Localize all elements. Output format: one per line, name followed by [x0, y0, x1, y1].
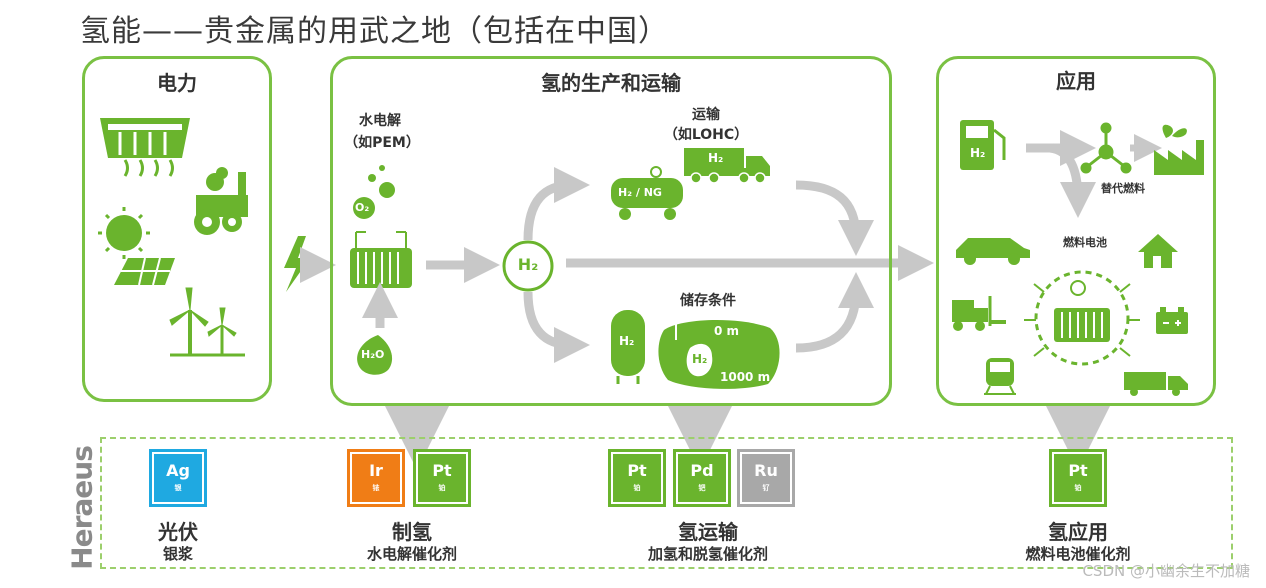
element-symbol: Ru	[754, 461, 778, 480]
production-panel: 氢的生产和运输	[330, 56, 892, 406]
element-name: 钯	[698, 484, 706, 492]
element-name: 铱	[372, 484, 380, 492]
house-icon	[1138, 234, 1178, 268]
lightning-icon	[284, 236, 310, 292]
h2-circle	[502, 240, 554, 292]
element-symbol: Pt	[432, 461, 452, 480]
arrow-curve-down	[523, 291, 590, 363]
factory-icon	[1154, 124, 1204, 175]
arrow-curve-up	[523, 167, 590, 241]
element-name: 铂	[1074, 484, 1082, 492]
radiating-arrows	[1024, 283, 1140, 357]
hydropower-dam-icon	[100, 118, 190, 177]
category-title-application: 氢应用	[1048, 520, 1108, 544]
heraeus-logo: Heraeus	[62, 446, 102, 570]
fuel-cell-label: 燃料电池	[1063, 236, 1107, 249]
electrolysis-label: 水电解	[359, 113, 401, 129]
application-panel-title: 应用	[1056, 69, 1096, 93]
transport-example-label: （如LOHC）	[663, 127, 749, 143]
depth-bottom-label: 1000 m	[720, 370, 771, 384]
category-subtitle-transport: 加氢和脱氢催化剂	[647, 545, 768, 563]
element-symbol: Pt	[627, 461, 647, 480]
element-name: 铂	[633, 484, 641, 492]
electrolysis-example-label: （如PEM）	[344, 135, 420, 151]
transport-label: 运输	[692, 107, 720, 123]
synthetic-fuel-label: 替代燃料	[1101, 182, 1145, 195]
h2o-label: H₂O	[361, 348, 385, 361]
arrow-curve-right-top	[795, 180, 874, 256]
category-subtitle-application: 燃料电池催化剂	[1025, 545, 1131, 563]
element-name: 钌	[762, 484, 770, 492]
application-panel: 应用	[936, 56, 1216, 406]
arrow-curve-right-bottom	[795, 272, 874, 353]
power-panel-title: 电力	[157, 71, 197, 95]
category-subtitle-production: 水电解催化剂	[366, 545, 457, 563]
fuel-pump-icon	[960, 120, 1006, 170]
electrolyzer-icon	[350, 231, 412, 288]
element-name: 铂	[438, 484, 446, 492]
element-tile-pt: Pt 铂	[1049, 449, 1107, 507]
lorry-icon	[1124, 372, 1188, 396]
category-title-transport: 氢运输	[678, 520, 738, 544]
catalyst-area	[100, 437, 1233, 569]
water-drop-icon	[357, 335, 393, 375]
element-tile-ru: Ru 钌	[737, 449, 795, 507]
element-tile-pt: Pt 铂	[608, 449, 666, 507]
battery-icon	[1156, 307, 1188, 334]
tank-car-icon	[611, 166, 683, 220]
element-tile-ir: Ir 铱	[347, 449, 405, 507]
car-icon	[956, 238, 1030, 265]
category-title-pv: 光伏	[158, 520, 198, 544]
element-tile-pt: Pt 铂	[413, 449, 471, 507]
train-icon	[984, 358, 1016, 395]
element-tile-ag: Ag 银	[149, 449, 207, 507]
page-title: 氢能——贵金属的用武之地（包括在中国）	[80, 14, 669, 49]
storage-vessel-icon	[611, 310, 645, 384]
underground-cavern-icon	[658, 319, 780, 389]
h2-center-label: H₂	[517, 255, 539, 274]
pump-h2-label: H₂	[970, 146, 986, 160]
wind-turbine-icon	[169, 287, 245, 357]
vessel-h2-label: H₂	[619, 334, 635, 348]
power-panel: 电力	[82, 56, 272, 402]
element-symbol: Pd	[690, 461, 714, 480]
factory-gears-icon	[194, 167, 248, 235]
storage-label: 储存条件	[680, 293, 736, 309]
forklift-icon	[952, 296, 1006, 331]
element-tile-pd: Pd 钯	[673, 449, 731, 507]
bubbles-icon	[353, 165, 395, 219]
category-title-production: 制氢	[392, 520, 432, 544]
truck-h2-label: H₂	[708, 151, 724, 165]
heraeus-brand: Heraeus	[65, 446, 99, 570]
molecule-icon	[1080, 122, 1132, 174]
depth-top-label: 0 m	[714, 324, 740, 338]
production-panel-title: 氢的生产和运输	[541, 71, 681, 95]
sun-solar-panel-icon	[98, 207, 175, 286]
arrow-curve-down-app	[1049, 143, 1096, 218]
truck-icon	[684, 148, 770, 184]
element-symbol: Ag	[166, 461, 190, 480]
watermark: CSDN @小幽余生不加糖	[1082, 562, 1250, 580]
tank-car-label: H₂ / NG	[618, 186, 662, 199]
fuel-cell-stack-icon	[1034, 270, 1130, 366]
cavern-h2-label: H₂	[692, 352, 708, 366]
element-symbol: Ir	[369, 461, 383, 480]
element-name: 银	[174, 484, 182, 492]
category-subtitle-pv: 银浆	[162, 545, 193, 563]
element-symbol: Pt	[1068, 461, 1088, 480]
o2-label: O₂	[355, 201, 370, 214]
